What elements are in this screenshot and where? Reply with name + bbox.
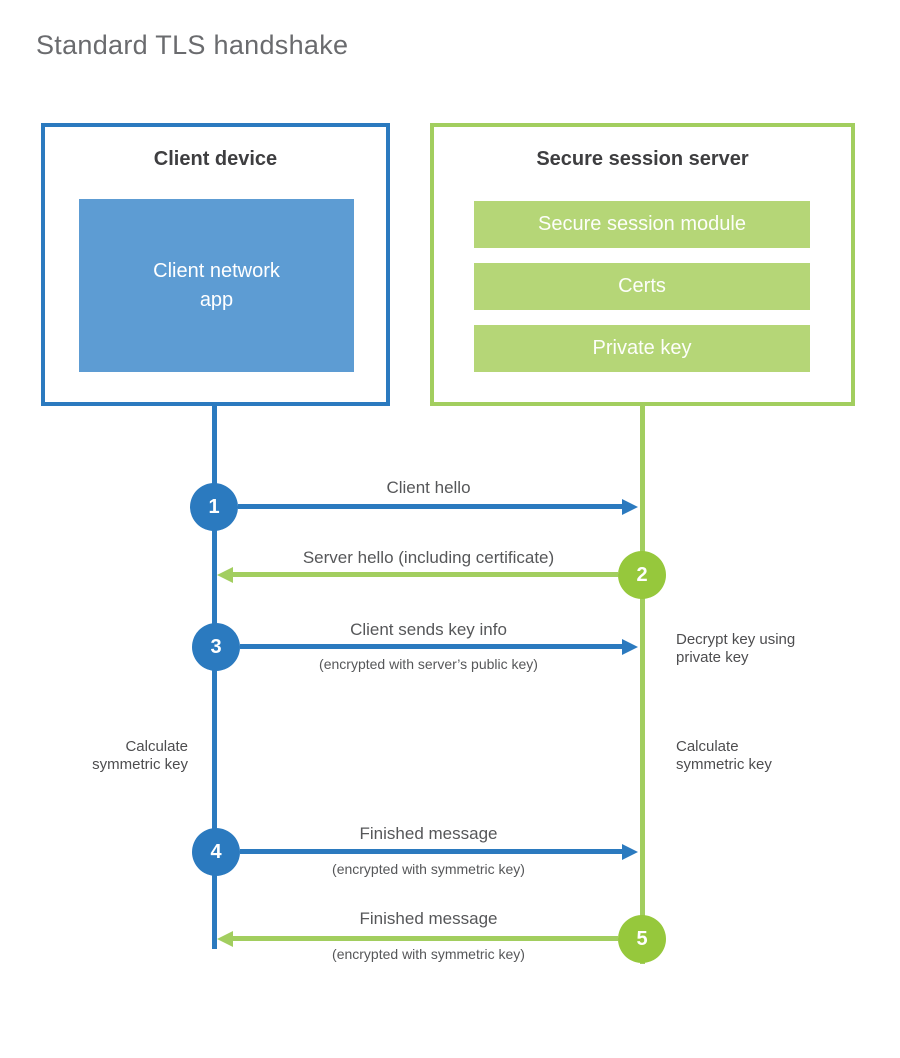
decrypt-key-note: Decrypt key using private key — [676, 631, 796, 666]
step-3-arrow — [240, 644, 623, 649]
client-device-title: Client device — [153, 148, 278, 170]
server-module-secure-session: Secure session module — [474, 201, 810, 248]
step-3-badge: 3 — [192, 623, 240, 671]
step-4-sublabel: (encrypted with symmetric key) — [332, 861, 525, 877]
step-4-arrow — [240, 849, 623, 854]
step-1-arrowhead-right-icon — [622, 499, 638, 515]
step-5-badge: 5 — [618, 915, 666, 963]
secure-session-server-box: Secure session server Secure session mod… — [430, 123, 855, 406]
step-3-label: Client sends key info — [350, 620, 507, 639]
server-module-private-key: Private key — [474, 325, 810, 372]
step-5-arrow — [233, 936, 618, 941]
step-2-arrowhead-left-icon — [217, 567, 233, 583]
client-lifeline — [212, 404, 217, 949]
calculate-symmetric-key-note-client: Calculate symmetric key — [92, 738, 188, 773]
step-1-arrow — [238, 504, 623, 509]
calculate-symmetric-key-note-server: Calculate symmetric key — [676, 738, 772, 773]
step-3-arrowhead-right-icon — [622, 639, 638, 655]
step-4-label: Finished message — [359, 824, 498, 843]
step-2-badge: 2 — [618, 551, 666, 599]
server-module-certs: Certs — [474, 263, 810, 310]
step-1-label: Client hello — [386, 478, 471, 497]
server-lifeline — [640, 404, 645, 964]
step-5-sublabel: (encrypted with symmetric key) — [332, 946, 525, 962]
client-device-box: Client device Client network app — [41, 123, 390, 406]
secure-session-server-title: Secure session server — [536, 148, 749, 170]
step-2-label: Server hello (including certificate) — [302, 548, 555, 567]
step-5-arrowhead-left-icon — [217, 931, 233, 947]
step-3-sublabel: (encrypted with server’s public key) — [319, 656, 538, 672]
client-network-app-block: Client network app — [79, 199, 354, 372]
step-4-badge: 4 — [192, 828, 240, 876]
step-5-label: Finished message — [359, 909, 498, 928]
step-4-arrowhead-right-icon — [622, 844, 638, 860]
step-2-arrow — [233, 572, 618, 577]
step-1-badge: 1 — [190, 483, 238, 531]
page-title: Standard TLS handshake — [36, 30, 349, 60]
